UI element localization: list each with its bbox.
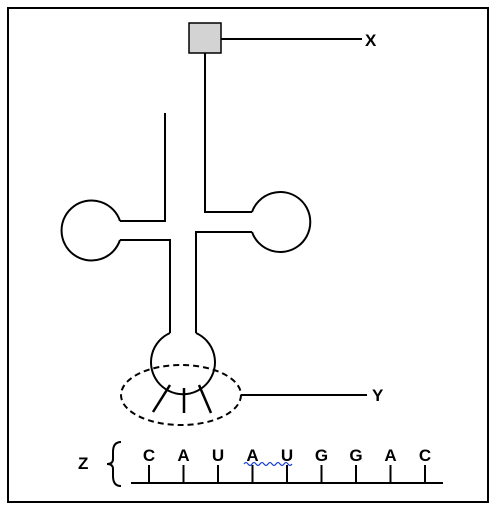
mrna-base: A	[177, 446, 189, 465]
trna-molecule	[60, 53, 312, 396]
label-y: Y	[372, 386, 384, 405]
anticodon-prong-left	[151, 384, 172, 413]
three-prime-strand	[204, 53, 252, 213]
label-x: X	[365, 31, 377, 50]
z-brace	[106, 441, 122, 487]
mrna-base: A	[384, 446, 396, 465]
right-loop	[251, 191, 312, 253]
mrna-base: A	[246, 446, 258, 465]
anticodon-prong-right	[197, 384, 213, 414]
amino-acid-box	[188, 22, 222, 54]
left-loop	[60, 199, 121, 262]
left-inner-arm	[120, 239, 171, 333]
five-prime-strand	[120, 113, 166, 222]
spellcheck-underline	[243, 461, 293, 467]
figure-border	[7, 7, 489, 503]
right-inner-arm	[195, 231, 252, 333]
mrna-base: C	[419, 446, 431, 465]
mrna-base: G	[349, 446, 362, 465]
label-z: Z	[78, 454, 88, 473]
mrna-base: G	[315, 446, 328, 465]
mrna-base: C	[143, 446, 155, 465]
mrna-base: U	[212, 446, 224, 465]
mrna-base: U	[281, 446, 293, 465]
